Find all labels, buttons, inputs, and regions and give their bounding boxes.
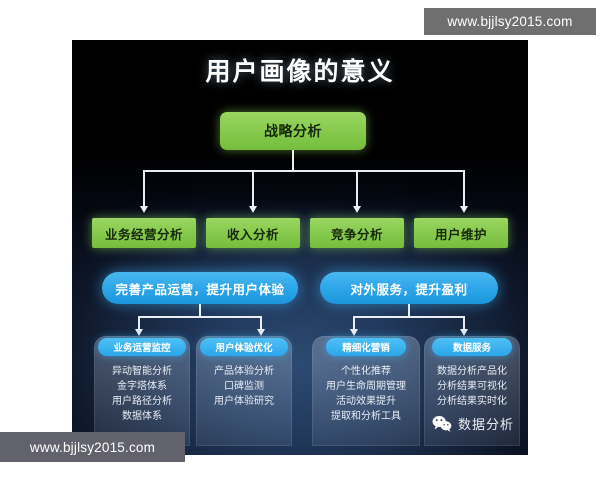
connector-drop-1 bbox=[252, 170, 254, 207]
card-heading-refined-marketing[interactable]: 精细化营销 bbox=[326, 338, 406, 356]
list-item: 数据体系 bbox=[122, 411, 162, 422]
theme-external-service[interactable]: 对外服务，提升盈利 bbox=[320, 272, 498, 304]
slide-content: 用户画像的意义 战略分析 业务经营分析 收入分析 竞争分析 用户维护 完善产品运… bbox=[72, 40, 528, 455]
list-item: 活动效果提升 bbox=[336, 396, 396, 407]
list-item: 提取和分析工具 bbox=[331, 411, 401, 422]
page-title: 用户画像的意义 bbox=[205, 58, 395, 86]
arrow-head-3 bbox=[459, 206, 468, 213]
list-item: 口碑监测 bbox=[224, 381, 264, 392]
arrow-head-0 bbox=[139, 206, 148, 213]
connector-theme0-drop-a bbox=[138, 316, 140, 330]
list-item: 金字塔体系 bbox=[117, 381, 167, 392]
list-item: 数据分析产品化 bbox=[437, 366, 507, 377]
arrow-head-theme1-b bbox=[459, 329, 468, 336]
node-user-maintenance[interactable]: 用户维护 bbox=[414, 218, 508, 248]
connector-theme0-bar bbox=[138, 316, 262, 318]
wechat-badge: 数据分析 bbox=[432, 414, 514, 433]
node-business-operation-analysis[interactable]: 业务经营分析 bbox=[92, 218, 196, 248]
node-strategic-analysis[interactable]: 战略分析 bbox=[220, 112, 366, 150]
watermark-top-right: www.bjjlsy2015.com bbox=[424, 8, 596, 35]
list-item: 个性化推荐 bbox=[341, 366, 391, 377]
wechat-icon bbox=[432, 415, 452, 432]
card-heading-data-service[interactable]: 数据服务 bbox=[432, 338, 512, 356]
card-heading-business-monitoring[interactable]: 业务运营监控 bbox=[98, 338, 186, 356]
wechat-label: 数据分析 bbox=[457, 417, 514, 432]
connector-root-stem bbox=[292, 150, 294, 171]
arrow-head-theme0-b bbox=[256, 329, 265, 336]
arrow-head-1 bbox=[248, 206, 257, 213]
slide-canvas: 用户画像的意义 战略分析 业务经营分析 收入分析 竞争分析 用户维护 完善产品运… bbox=[72, 40, 528, 455]
card-items-3: 数据分析产品化 分析结果可视化 分析结果实时化 bbox=[422, 364, 522, 409]
node-competition-analysis[interactable]: 竞争分析 bbox=[310, 218, 404, 248]
connector-theme0-stem bbox=[199, 304, 201, 317]
connector-drop-3 bbox=[463, 170, 465, 207]
arrow-head-theme1-a bbox=[349, 329, 358, 336]
connector-drop-0 bbox=[143, 170, 145, 207]
connector-theme1-bar bbox=[353, 316, 465, 318]
list-item: 用户路径分析 bbox=[112, 396, 172, 407]
card-items-2: 个性化推荐 用户生命周期管理 活动效果提升 提取和分析工具 bbox=[308, 364, 424, 424]
list-item: 异动智能分析 bbox=[112, 366, 172, 377]
card-heading-user-experience[interactable]: 用户体验优化 bbox=[200, 338, 288, 356]
theme-product-operation[interactable]: 完善产品运营，提升用户体验 bbox=[102, 272, 298, 304]
arrow-head-2 bbox=[352, 206, 361, 213]
list-item: 产品体验分析 bbox=[214, 366, 274, 377]
connector-theme1-drop-b bbox=[463, 316, 465, 330]
list-item: 用户体验研究 bbox=[214, 396, 274, 407]
watermark-bottom-left: www.bjjlsy2015.com bbox=[0, 432, 185, 462]
node-revenue-analysis[interactable]: 收入分析 bbox=[206, 218, 300, 248]
arrow-head-theme0-a bbox=[134, 329, 143, 336]
connector-theme1-stem bbox=[408, 304, 410, 317]
list-item: 分析结果可视化 bbox=[437, 381, 507, 392]
connector-drop-2 bbox=[356, 170, 358, 207]
connector-theme0-drop-b bbox=[260, 316, 262, 330]
card-items-0: 异动智能分析 金字塔体系 用户路径分析 数据体系 bbox=[94, 364, 190, 424]
list-item: 用户生命周期管理 bbox=[326, 381, 406, 392]
connector-theme1-drop-a bbox=[353, 316, 355, 330]
card-items-1: 产品体验分析 口碑监测 用户体验研究 bbox=[196, 364, 292, 409]
list-item: 分析结果实时化 bbox=[437, 396, 507, 407]
connector-root-bar bbox=[143, 170, 465, 172]
